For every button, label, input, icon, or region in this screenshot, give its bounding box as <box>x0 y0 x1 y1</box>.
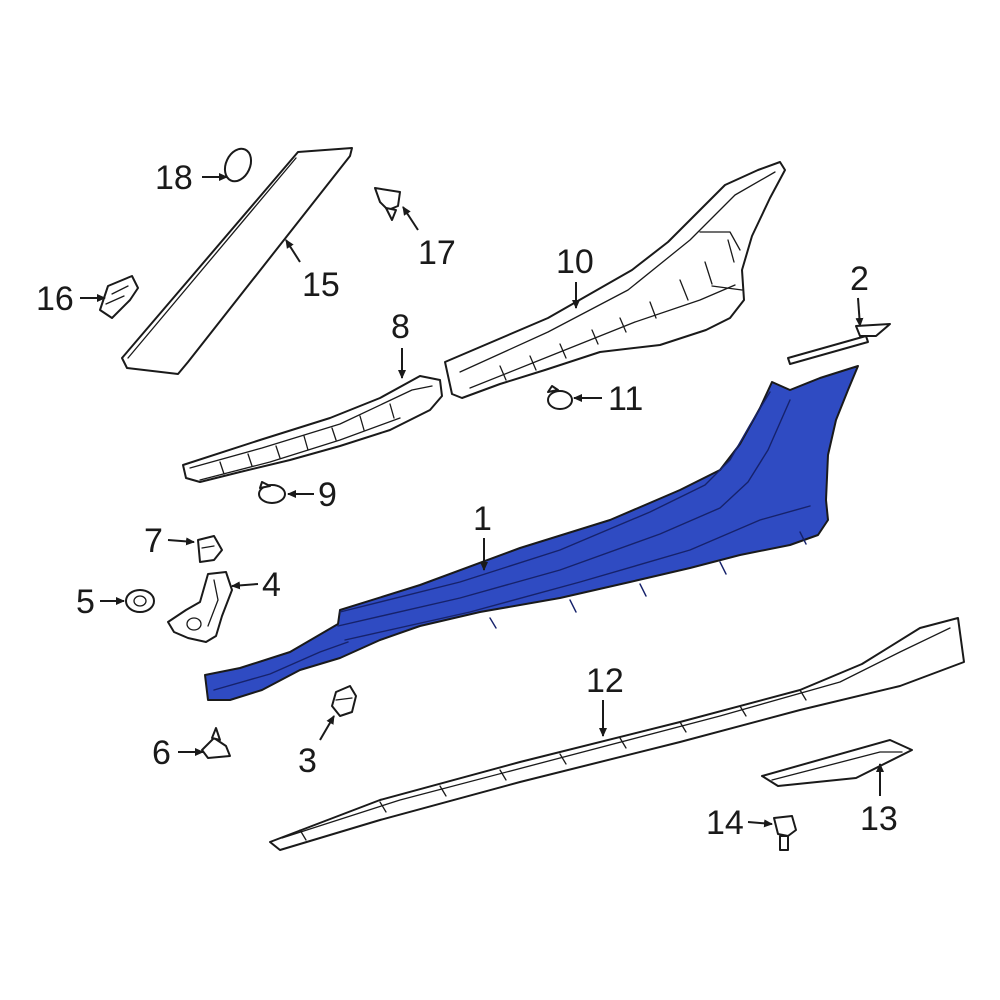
leader-14 <box>747 819 773 828</box>
callout-9: 9 <box>318 476 337 514</box>
leader-7 <box>167 537 195 546</box>
callout-15: 15 <box>302 266 340 304</box>
part-18-plug[interactable] <box>220 145 256 186</box>
part-13-sill-plate[interactable] <box>761 739 913 787</box>
part-9-push-pin[interactable] <box>258 481 286 504</box>
callout-17: 17 <box>418 234 456 272</box>
callout-5: 5 <box>76 583 95 621</box>
part-7-nut[interactable] <box>197 535 223 563</box>
callout-7: 7 <box>144 522 163 560</box>
part-1-rocker-panel[interactable] <box>204 365 859 701</box>
part-4-bracket[interactable] <box>167 571 233 643</box>
callout-8: 8 <box>391 308 410 346</box>
callout-18: 18 <box>155 159 193 197</box>
part-12-lower-molding[interactable] <box>269 617 965 851</box>
part-10-rear-bracket[interactable] <box>444 161 786 399</box>
leader-15 <box>285 239 301 263</box>
callout-13: 13 <box>860 800 898 838</box>
callout-11: 11 <box>608 380 643 418</box>
callout-3: 3 <box>298 742 317 780</box>
part-2-molding[interactable] <box>787 323 891 365</box>
part-17-push-clip[interactable] <box>374 187 401 221</box>
callout-12: 12 <box>586 662 624 700</box>
part-15-pillar-trim[interactable] <box>121 147 353 375</box>
callout-14: 14 <box>706 804 744 842</box>
part-11-push-pin[interactable] <box>547 385 573 410</box>
leader-4 <box>231 581 259 590</box>
callout-10: 10 <box>556 243 594 281</box>
part-16-clip[interactable] <box>99 275 139 319</box>
callout-2: 2 <box>850 260 869 298</box>
callout-4: 4 <box>262 566 281 604</box>
callout-6: 6 <box>152 734 171 772</box>
callout-1: 1 <box>473 500 492 538</box>
part-5-grommet[interactable] <box>125 589 155 613</box>
leader-2 <box>855 297 864 327</box>
callout-16: 16 <box>36 280 74 318</box>
part-14-bolt[interactable] <box>773 815 797 851</box>
part-3-clip[interactable] <box>331 685 357 717</box>
leader-17 <box>402 206 419 231</box>
part-6-push-clip[interactable] <box>201 727 231 759</box>
leader-3 <box>319 715 335 741</box>
part-8-front-bracket[interactable] <box>182 375 443 483</box>
leader-lines <box>80 173 884 828</box>
callout-numbers: 18 17 16 15 10 2 8 11 9 1 7 4 5 12 3 6 1… <box>36 159 898 842</box>
